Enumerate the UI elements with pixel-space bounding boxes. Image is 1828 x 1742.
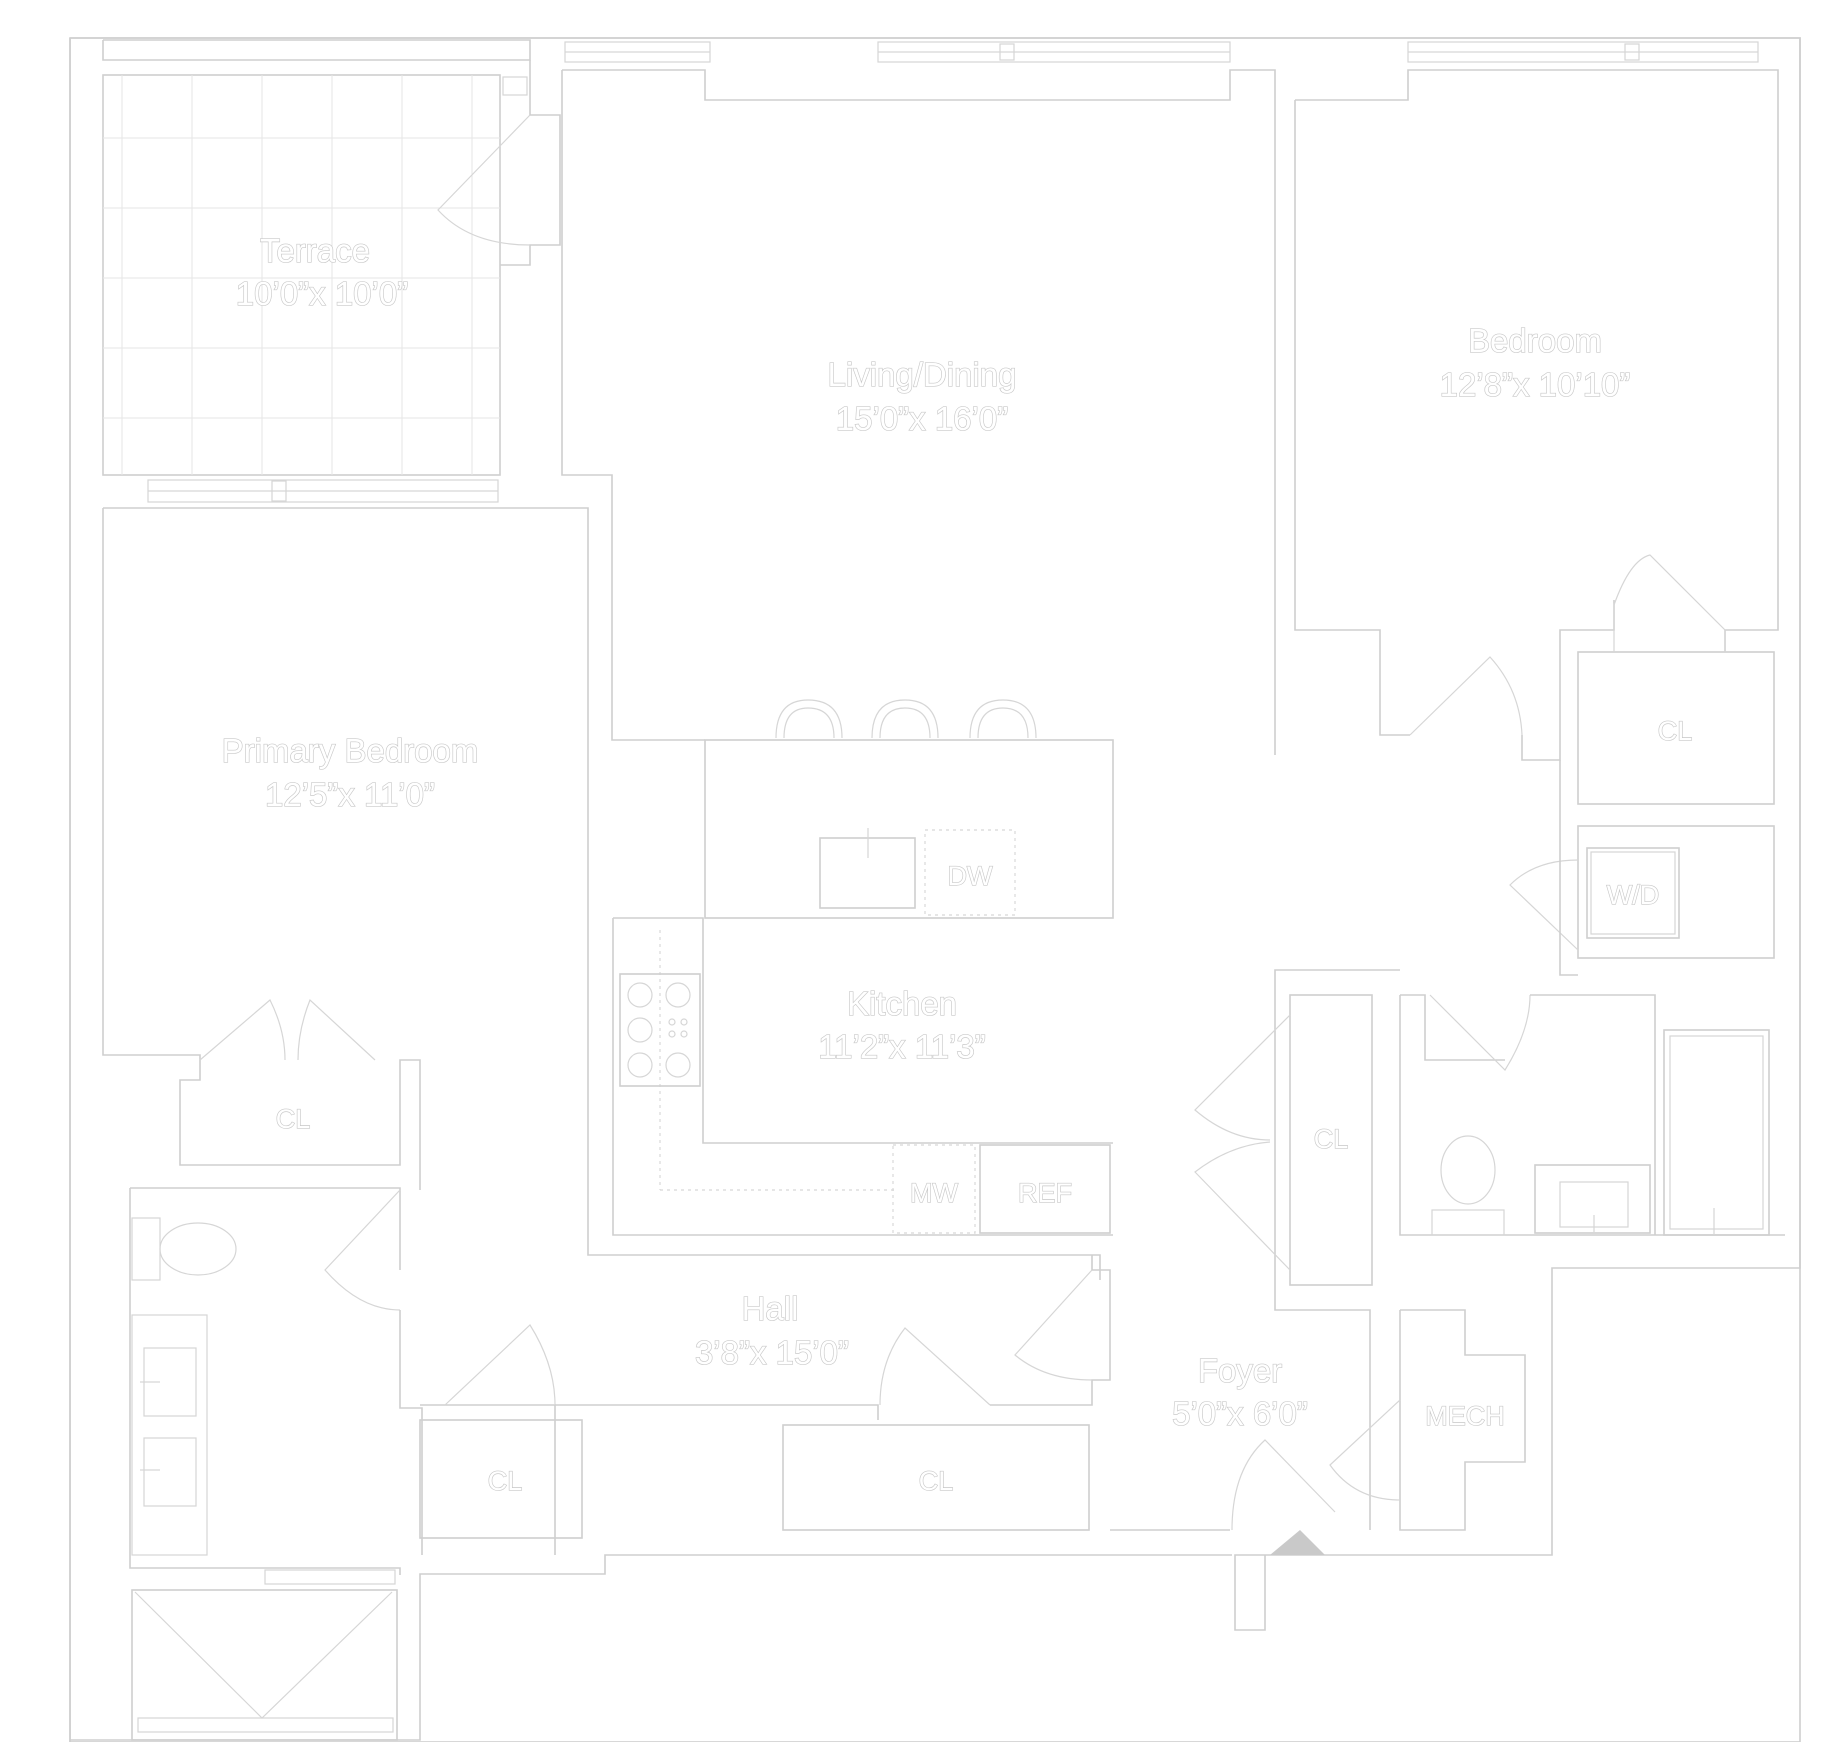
bedroom-dim: 12’8”x 10’10”: [1440, 366, 1631, 403]
laundry-closet: W/D: [1509, 760, 1775, 976]
primary-bedroom: CL: [102, 507, 1101, 1280]
mech-door-swing: [1329, 1399, 1401, 1501]
terrace: [102, 39, 561, 503]
dishwasher-label: DW: [948, 861, 993, 891]
dishwasher: [924, 829, 1016, 916]
bar-stools: [775, 699, 1037, 739]
refrigerator-label: REF: [1018, 1178, 1072, 1208]
entrance-arrow-icon: [1270, 1530, 1325, 1555]
bedroom-closet-label: CL: [1658, 716, 1693, 746]
hall-dim: 3’8”x 15’0”: [695, 1334, 849, 1371]
living-name: Living/Dining: [828, 356, 1017, 393]
mech-label: MECH: [1425, 1401, 1505, 1431]
foyer-door-swing: [1014, 1269, 1093, 1381]
bedroom-door-swing: [1409, 656, 1523, 736]
terrace-tile-grid: [103, 75, 500, 475]
primary-dim: 12’5”x 11’0”: [265, 776, 435, 813]
hall-closet1-label: CL: [488, 1466, 523, 1496]
hall-closet1-door-swing: [444, 1324, 556, 1406]
primary-bath-door-swing: [324, 1189, 401, 1311]
hall-bath: [1399, 994, 1785, 1236]
kitchen: DW MW REF: [612, 699, 1114, 1236]
primary-closet-door-left: [199, 999, 286, 1061]
foyer-closet-door-bottom: [1194, 1141, 1291, 1271]
foyer: CL MECH: [1110, 969, 1526, 1555]
foyer-closet-label: CL: [1314, 1124, 1349, 1154]
microwave: [892, 1144, 976, 1234]
kitchen-name: Kitchen: [847, 985, 957, 1022]
hall-name: Hall: [742, 1290, 799, 1327]
top-windows: [564, 41, 1759, 63]
hall-closet2-label: CL: [919, 1466, 954, 1496]
washer-dryer-label: W/D: [1607, 880, 1659, 910]
terrace-door-swing: [437, 114, 531, 246]
terrace-dim: 10’0”x 10’0”: [236, 275, 408, 312]
cooktop: [619, 973, 701, 1087]
bath-toilet: [1440, 1135, 1496, 1205]
foyer-name: Foyer: [1198, 1352, 1282, 1389]
bedroom: CL: [1294, 69, 1779, 805]
terrace-name: Terrace: [260, 232, 370, 269]
hall-closet2-door-swing: [879, 1327, 991, 1406]
laundry-door-swing: [1509, 859, 1579, 951]
foyer-closet-door-top: [1194, 1014, 1291, 1141]
refrigerator: [979, 1144, 1111, 1234]
primary-bath: [129, 1187, 423, 1741]
bedroom-closet-door-swing: [1613, 554, 1726, 652]
primary-closet-label: CL: [276, 1104, 311, 1134]
hall: CL CL: [419, 1255, 1111, 1555]
primary-name: Primary Bedroom: [222, 732, 479, 769]
entry-door-swing: [1231, 1439, 1336, 1531]
room-labels: Terrace 10’0”x 10’0” Living/Dining 15’0”…: [221, 231, 1631, 1432]
microwave-label: MW: [910, 1178, 958, 1208]
primary-closet-door-right: [297, 998, 376, 1061]
living-dim: 15’0”x 16’0”: [836, 400, 1008, 437]
kitchen-dim: 11’2”x 11’3”: [818, 1028, 986, 1065]
bath-door-swing: [1429, 994, 1531, 1071]
foyer-dim: 5’0”x 6’0”: [1172, 1395, 1308, 1432]
primary-toilet: [159, 1222, 237, 1276]
bedroom-name: Bedroom: [1468, 322, 1602, 359]
living-dining: [561, 69, 1276, 755]
